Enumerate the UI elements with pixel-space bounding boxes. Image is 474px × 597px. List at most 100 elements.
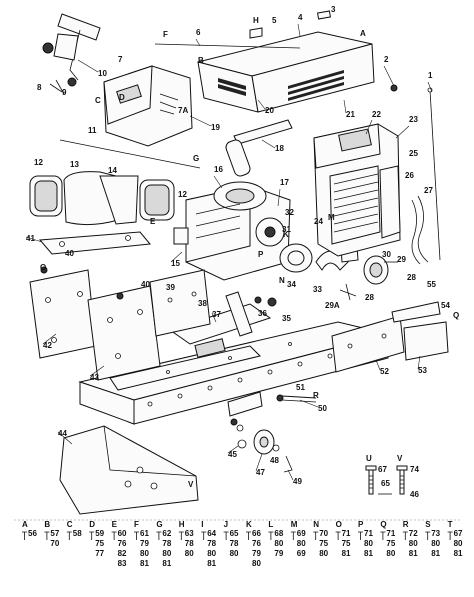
callout-c54: 54 (441, 301, 450, 310)
bolt-icon (66, 531, 72, 540)
legend-part-number: 75 (386, 539, 395, 548)
lower-hardware (227, 391, 317, 473)
legend-letter: K (246, 520, 252, 529)
legend-part-number: 62 (162, 529, 171, 538)
callout-c50: 50 (318, 404, 327, 413)
bolt-icon (201, 531, 207, 540)
legend-part-number: 71 (342, 529, 351, 538)
callout-c28b: 28 (365, 293, 374, 302)
callout-c44: 44 (58, 429, 67, 438)
legend-part-number: 75 (95, 539, 104, 548)
callout-c24: 24 (314, 217, 323, 226)
callout-c21: 21 (346, 110, 355, 119)
legend-letter: H (179, 520, 185, 529)
legend-letter: I (201, 520, 203, 529)
callout-c48: 48 (270, 456, 279, 465)
callout-c6: 6 (196, 28, 201, 37)
callout-cN1: N (279, 276, 285, 285)
callout-c19: 19 (211, 123, 220, 132)
callout-cO1: O (40, 263, 46, 272)
engine (173, 119, 293, 281)
bolt-icon (402, 531, 408, 540)
callout-c65u: 65 (381, 479, 390, 488)
callout-cM1: M (328, 213, 335, 222)
callout-cE1: E (150, 217, 156, 226)
callout-cB1: B (198, 56, 204, 65)
callout-c41: 41 (26, 234, 35, 243)
callout-c14: 14 (108, 166, 117, 175)
bolt-icon (134, 531, 139, 540)
rear-shroud (313, 84, 441, 265)
callout-c35: 35 (282, 314, 291, 323)
legend-part-number: 69 (297, 529, 306, 538)
legend-letter: G (156, 520, 162, 529)
callout-c11: 11 (88, 126, 97, 135)
callout-c32: 32 (285, 208, 294, 217)
legend-part-number: 68 (274, 529, 283, 538)
legend-letter: Q (380, 520, 386, 529)
legend-letter: M (291, 520, 298, 529)
callout-c10: 10 (98, 69, 107, 78)
legend-part-number: 70 (319, 529, 328, 538)
callout-c20: 20 (265, 106, 274, 115)
legend-part-number: 80 (140, 549, 149, 558)
legend-part-number: 80 (409, 539, 418, 548)
fastener-detail (365, 465, 408, 495)
legend-letter: T (448, 520, 453, 529)
legend-part-number: 81 (431, 549, 440, 558)
legend-part-number: 78 (185, 539, 194, 548)
callout-c39: 39 (166, 283, 175, 292)
headlights-tank (29, 139, 201, 255)
legend-part-number: 56 (28, 529, 37, 538)
main-frame (78, 291, 449, 425)
leader-lines (25, 23, 433, 481)
legend-part-number: 81 (162, 559, 171, 568)
bolt-icon (380, 531, 386, 540)
callout-c38: 38 (198, 299, 207, 308)
bolt-icon (447, 531, 453, 540)
legend-part-number: 79 (140, 539, 149, 548)
callout-cH1: H (253, 16, 259, 25)
callout-c27: 27 (424, 186, 433, 195)
legend-part-number: 81 (454, 549, 463, 558)
legend-part-number: 79 (252, 549, 261, 558)
callout-c47: 47 (256, 468, 265, 477)
legend-part-number: 81 (342, 549, 351, 558)
callout-c17: 17 (280, 178, 289, 187)
bolt-icon (313, 531, 319, 540)
callout-cC1: C (95, 96, 101, 105)
legend-part-number: 80 (207, 549, 216, 558)
legend-part-number: 80 (252, 559, 261, 568)
legend-letter: S (425, 520, 431, 529)
legend-part-number: 71 (364, 529, 373, 538)
callout-cK1: K (283, 230, 289, 239)
callout-c45: 45 (228, 450, 237, 459)
callout-c7: 7 (118, 55, 123, 64)
bolt-icon (268, 531, 274, 540)
callout-c40: 40 (65, 249, 74, 258)
legend-part-number: 80 (386, 549, 395, 558)
callout-c5: 5 (272, 16, 277, 25)
callout-c43: 43 (90, 373, 99, 382)
legend-part-number: 80 (162, 549, 171, 558)
legend-part-number: 72 (409, 529, 418, 538)
seat-console (103, 65, 193, 147)
legend-part-number: 78 (230, 539, 239, 548)
legend-part-number: 80 (431, 539, 440, 548)
callout-c4: 4 (298, 13, 303, 22)
callout-c29: 29 (397, 255, 406, 264)
bolt-icon (223, 531, 229, 540)
bolt-icon (156, 531, 162, 540)
callout-c12b: 12 (178, 190, 187, 199)
callout-c1: 1 (428, 71, 433, 80)
legend-part-number: 73 (431, 529, 440, 538)
legend-part-number: 80 (319, 549, 328, 558)
callout-c15: 15 (171, 259, 180, 268)
